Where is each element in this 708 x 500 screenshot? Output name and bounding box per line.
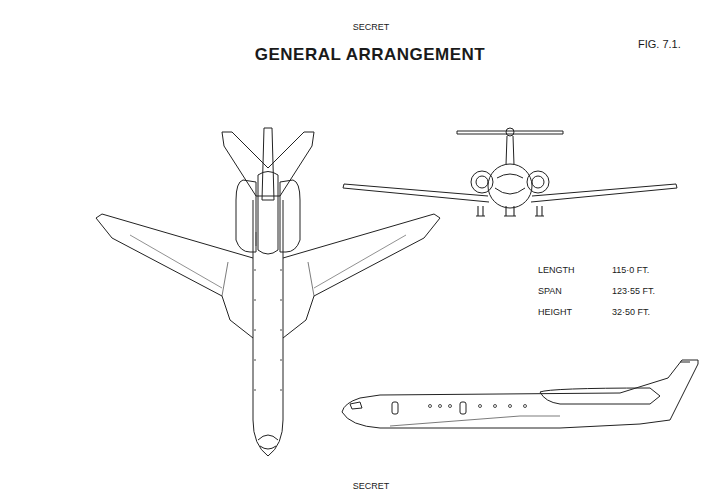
dimension-value: 123·55 FT. xyxy=(612,287,655,297)
figure-number: FIG. 7.1. xyxy=(638,38,681,50)
side-view xyxy=(342,360,698,428)
front-view xyxy=(343,128,677,216)
dimension-name: HEIGHT xyxy=(538,308,572,318)
dimension-name: LENGTH xyxy=(538,266,575,276)
dimension-name: SPAN xyxy=(538,287,562,297)
dimension-value: 115·0 FT. xyxy=(612,266,649,276)
sheet-title: GENERAL ARRANGEMENT xyxy=(255,46,486,65)
dimension-value: 32·50 FT. xyxy=(612,308,650,318)
plan-view xyxy=(96,128,440,456)
classification-mark: SECRET xyxy=(353,23,390,33)
classification-mark: SECRET xyxy=(353,482,390,492)
